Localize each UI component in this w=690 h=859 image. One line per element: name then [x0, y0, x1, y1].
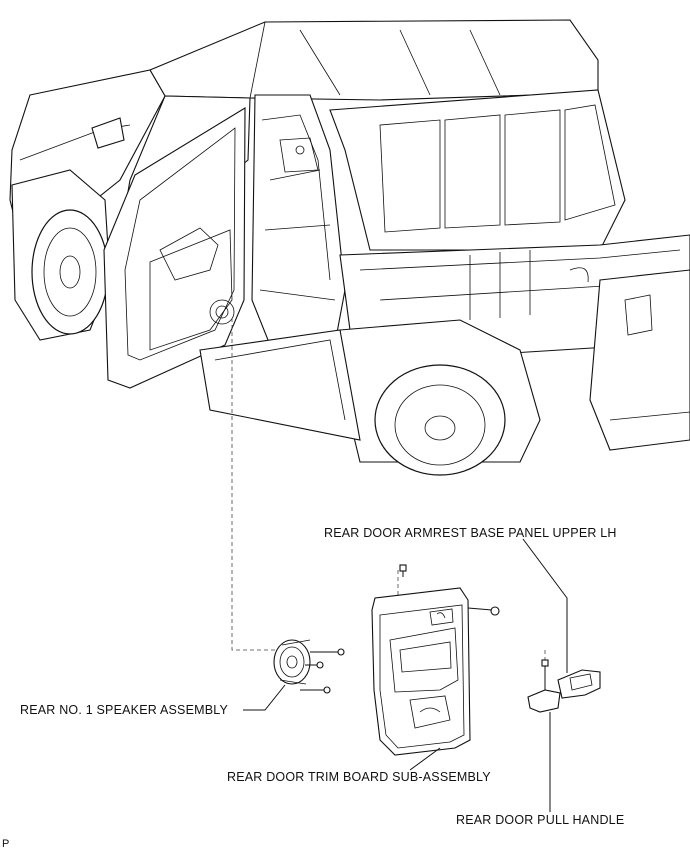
clip-icon — [399, 564, 407, 577]
screw-icon — [300, 648, 345, 694]
label-armrest-base-panel: REAR DOOR ARMREST BASE PANEL UPPER LH — [324, 526, 617, 540]
pickup-truck-illustration — [9, 19, 690, 476]
corner-mark: P — [2, 838, 10, 850]
label-rear-speaker: REAR NO. 1 SPEAKER ASSEMBLY — [20, 703, 229, 717]
speaker-illustration — [273, 639, 311, 685]
armrest-panel-illustration — [557, 669, 601, 699]
pull-handle-illustration — [527, 659, 561, 713]
screw-icon — [467, 606, 500, 616]
leader-lines — [243, 538, 568, 812]
door-trim-board-illustration — [371, 587, 471, 756]
label-pull-handle: REAR DOOR PULL HANDLE — [456, 813, 625, 827]
label-trim-board: REAR DOOR TRIM BOARD SUB-ASSEMBLY — [227, 770, 491, 784]
